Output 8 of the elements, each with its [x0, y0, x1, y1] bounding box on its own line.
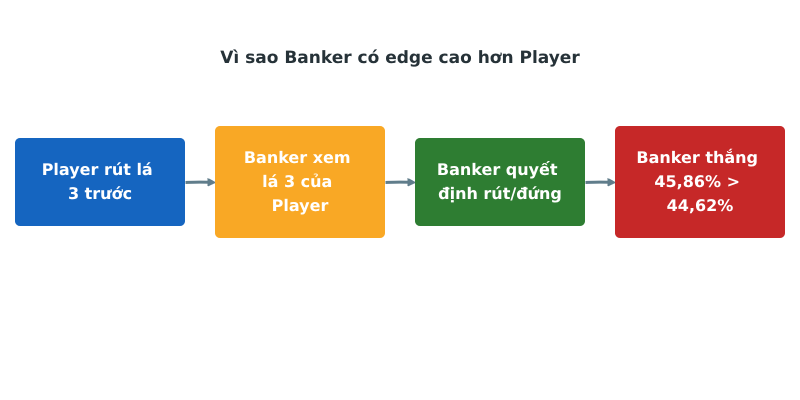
node-box: Banker thắng 45,86% > 44,62%	[615, 126, 785, 238]
diagram-title: Vì sao Banker có edge cao hơn Player	[219, 48, 581, 68]
node-box: Banker quyết định rút/đứng	[415, 138, 585, 226]
node-box: Player rút lá 3 trước	[15, 138, 185, 226]
arrow	[585, 178, 616, 187]
arrow	[385, 178, 416, 187]
arrow	[185, 178, 216, 187]
node-box: Banker xem lá 3 của Player	[215, 126, 385, 238]
